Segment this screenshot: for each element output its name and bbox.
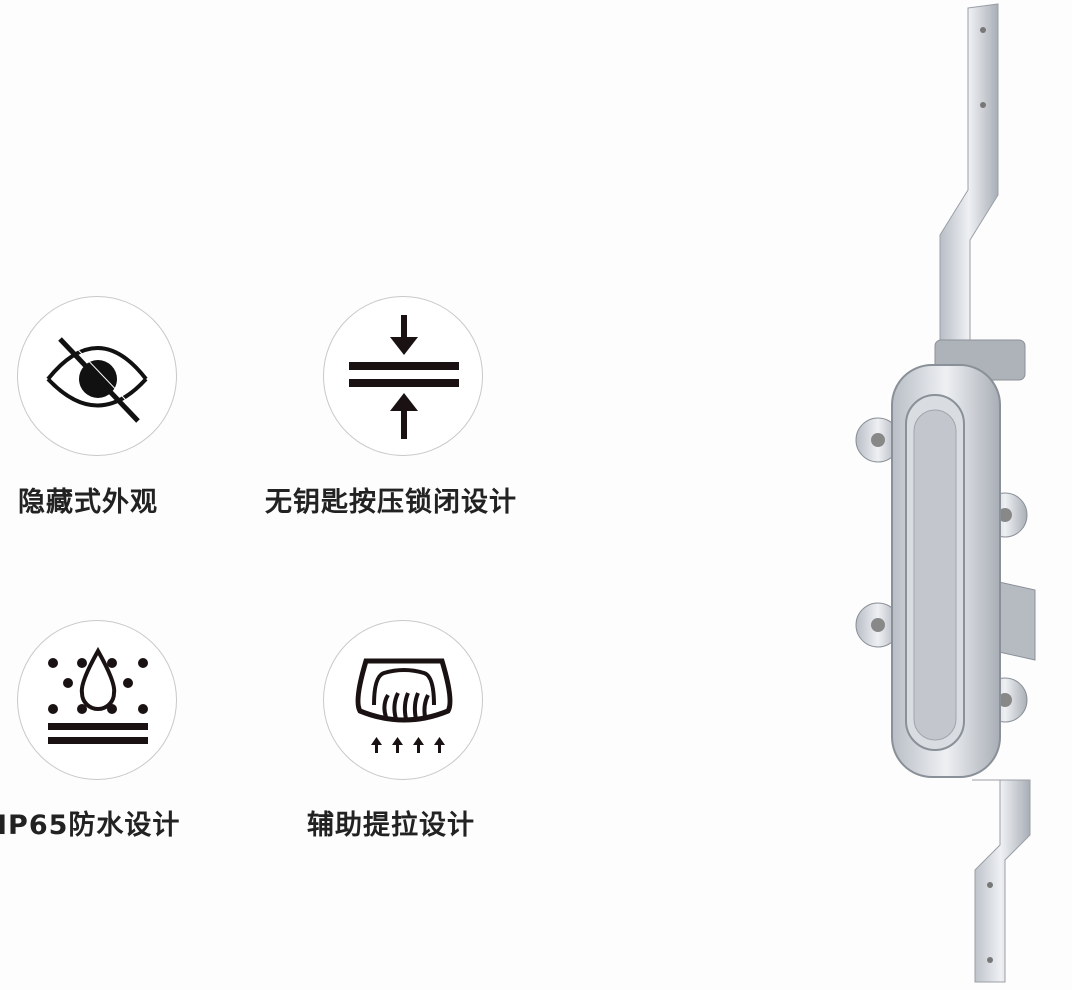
feature-label-waterproof: IP65防水设计 <box>0 810 181 841</box>
feature-label-hidden: 隐藏式外观 <box>18 487 158 518</box>
lift-assist-icon <box>355 658 453 753</box>
hidden-eye-icon <box>46 334 148 423</box>
feature-circle-lift-assist <box>323 620 483 780</box>
lock-product-image <box>855 3 1036 983</box>
feature-label-lift-assist: 辅助提拉设计 <box>307 810 475 841</box>
feature-circle-waterproof <box>17 620 177 780</box>
feature-circle-press-lock <box>323 296 483 456</box>
feature-label-press-lock: 无钥匙按压锁闭设计 <box>265 487 517 518</box>
feature-circle-hidden <box>17 296 177 456</box>
waterproof-icon <box>48 646 148 744</box>
press-lock-icon <box>349 315 459 439</box>
